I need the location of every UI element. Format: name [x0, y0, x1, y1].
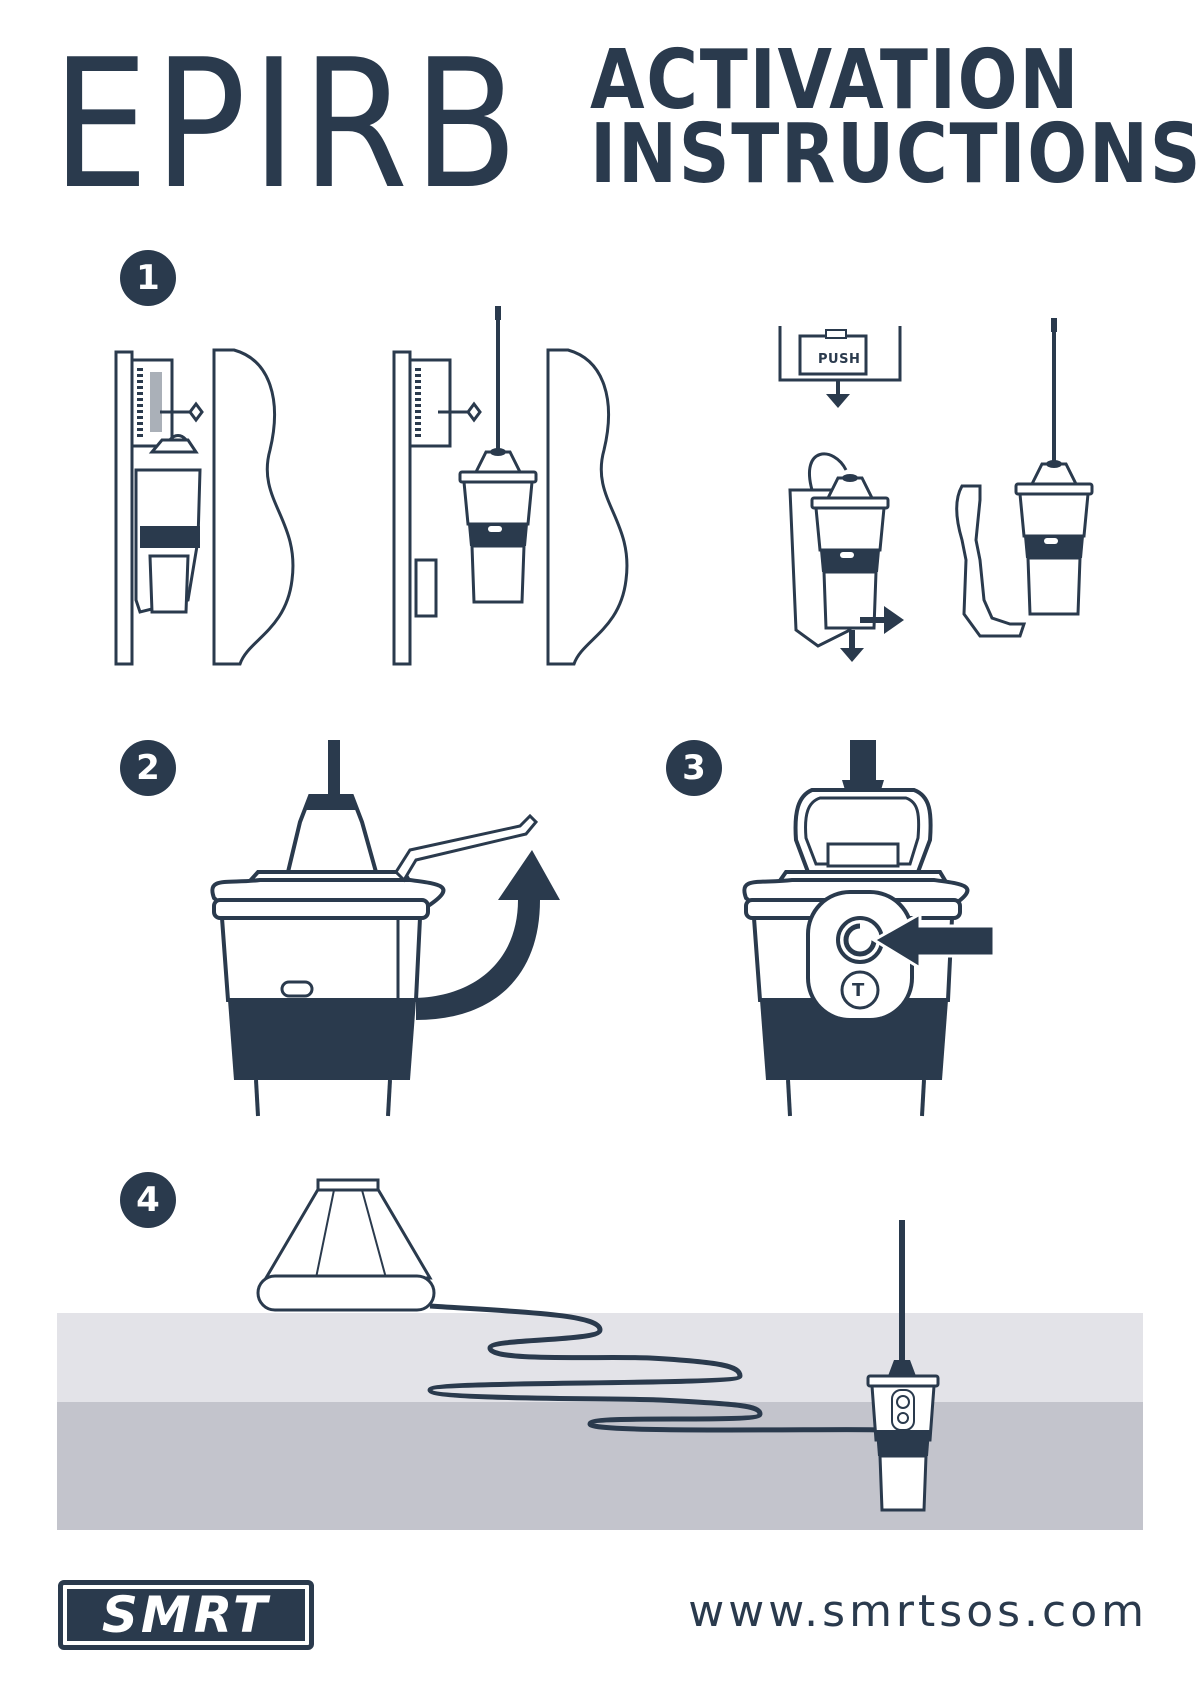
- brand-logo-text: SMRT: [67, 1589, 305, 1641]
- step3-press-power: [742, 740, 996, 1117]
- step1-push-release: [778, 326, 904, 662]
- step1-bracket-open: [392, 306, 629, 666]
- page-title: EPIRB: [52, 21, 524, 228]
- step-badge-3: 3: [666, 740, 722, 796]
- push-label: PUSH: [818, 352, 861, 367]
- website-url[interactable]: www.smrtsos.com: [688, 1586, 1148, 1637]
- test-button-label: T: [852, 980, 865, 1001]
- page-subtitle: ACTIVATION INSTRUCTIONS: [590, 33, 1200, 202]
- subtitle-line-2: INSTRUCTIONS: [590, 107, 1200, 202]
- step1-bracket-with-cover: [114, 348, 295, 666]
- step-badge-2: 2: [120, 740, 176, 796]
- step4-deploy-in-water: [57, 1178, 1143, 1530]
- step-badge-4: 4: [120, 1172, 176, 1228]
- brand-logo: SMRT: [58, 1580, 314, 1650]
- step1-beacon-freed: [955, 318, 1094, 638]
- step2-lift-lever: [210, 740, 560, 1117]
- step-badge-1: 1: [120, 250, 176, 306]
- subtitle-line-1: ACTIVATION: [590, 33, 1081, 128]
